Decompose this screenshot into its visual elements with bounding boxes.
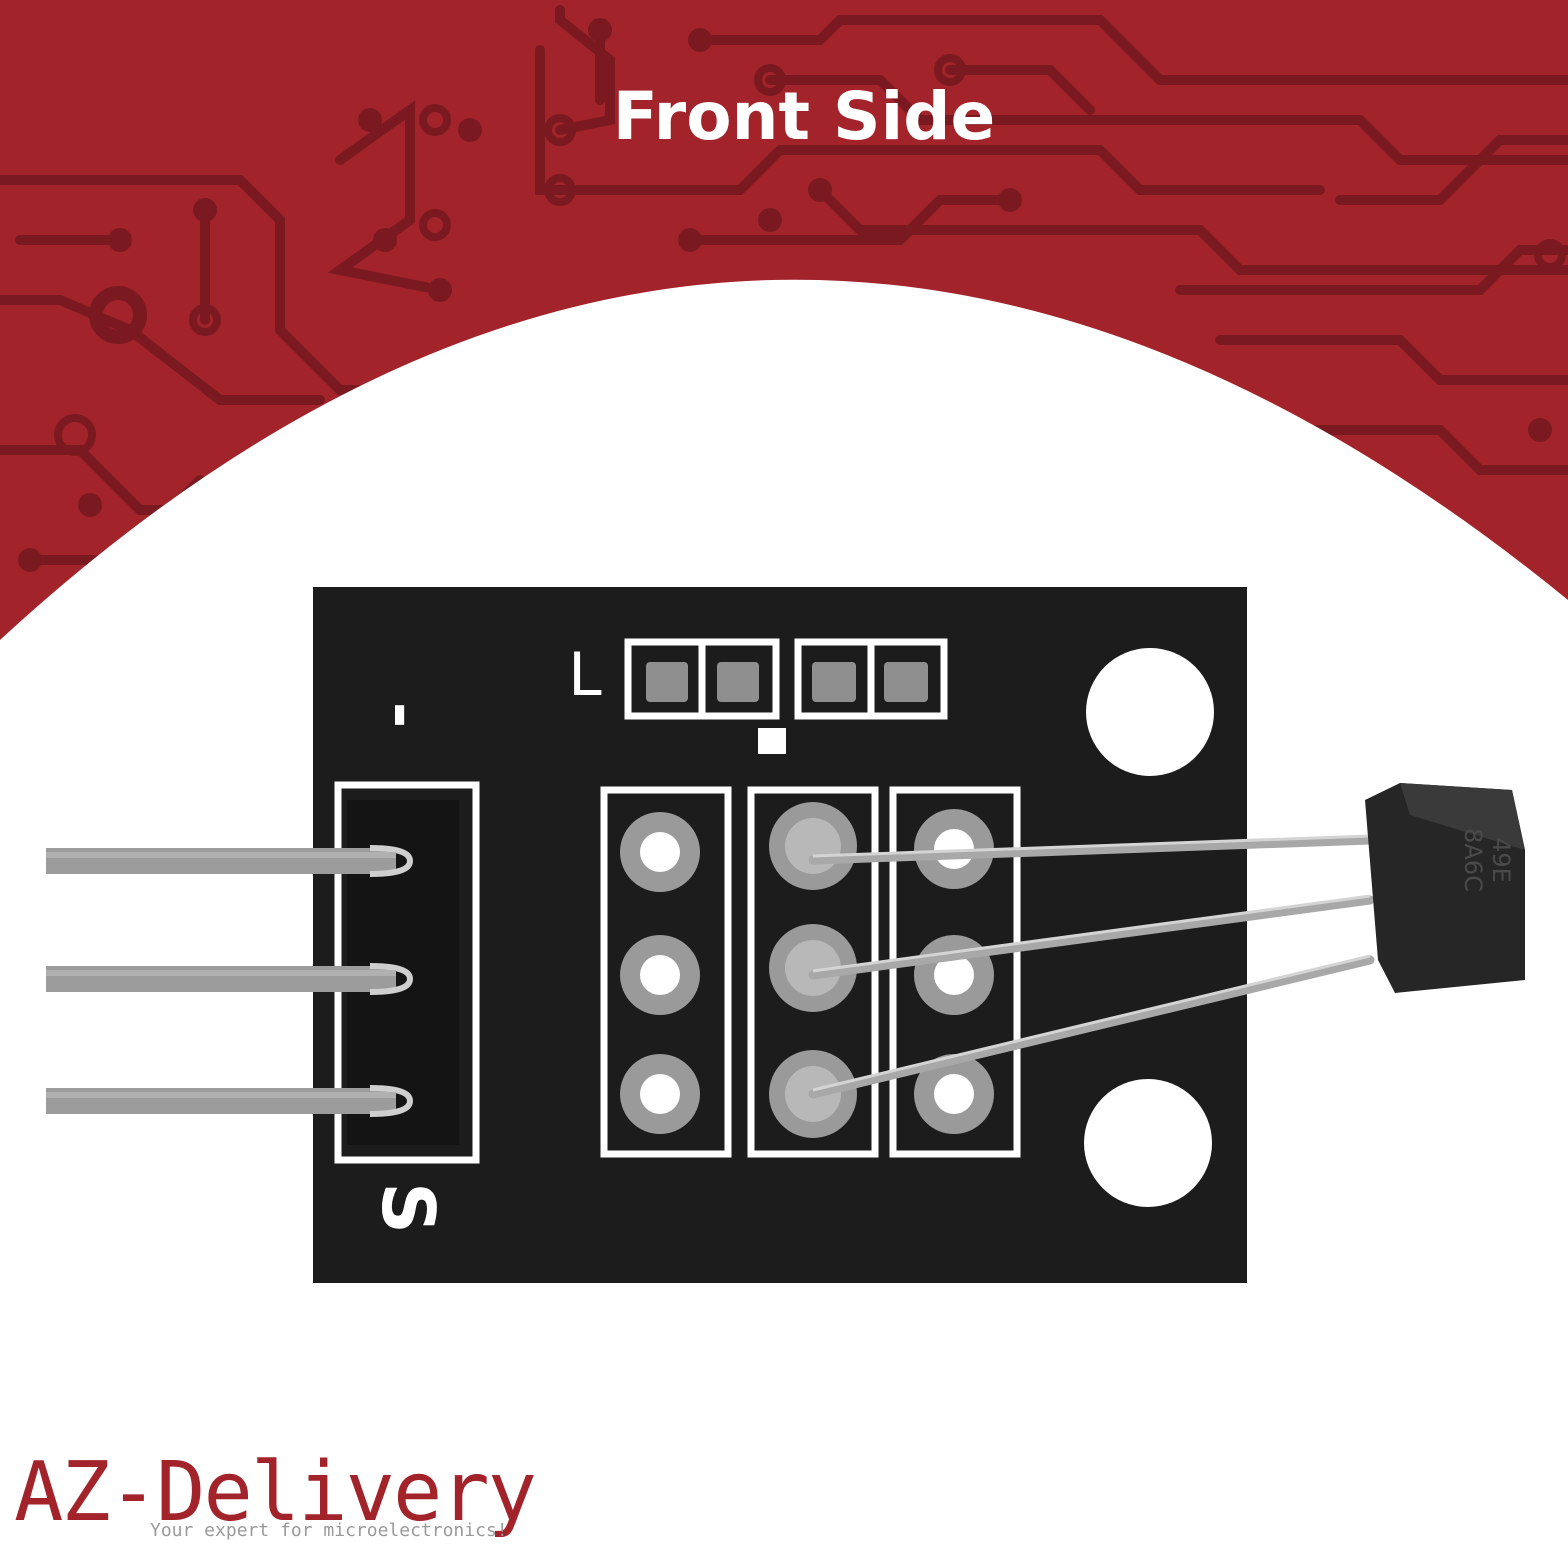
silk-label-s: S <box>366 1182 450 1234</box>
mounting-hole-top <box>1086 648 1214 776</box>
sensor-marking: 49E 8A6C <box>1459 828 1515 892</box>
mounting-hole-bottom <box>1084 1079 1212 1207</box>
page-title: Front Side <box>612 78 996 155</box>
logo-tagline: Your expert for microelectronics! <box>150 1520 508 1541</box>
silk-label-minus: - <box>365 701 439 729</box>
brand-logo: AZ-Delivery Your expert for microelectro… <box>14 1448 554 1558</box>
pad-frames <box>334 781 1021 1164</box>
led-pads <box>624 638 948 720</box>
logo-wordmark: AZ-Delivery <box>14 1445 537 1540</box>
header-pins <box>46 845 414 1117</box>
silk-label-l: L <box>568 640 602 710</box>
hall-sensor <box>1365 783 1525 993</box>
sensor-leads <box>808 835 1375 1099</box>
pcb-board <box>46 587 1375 1283</box>
